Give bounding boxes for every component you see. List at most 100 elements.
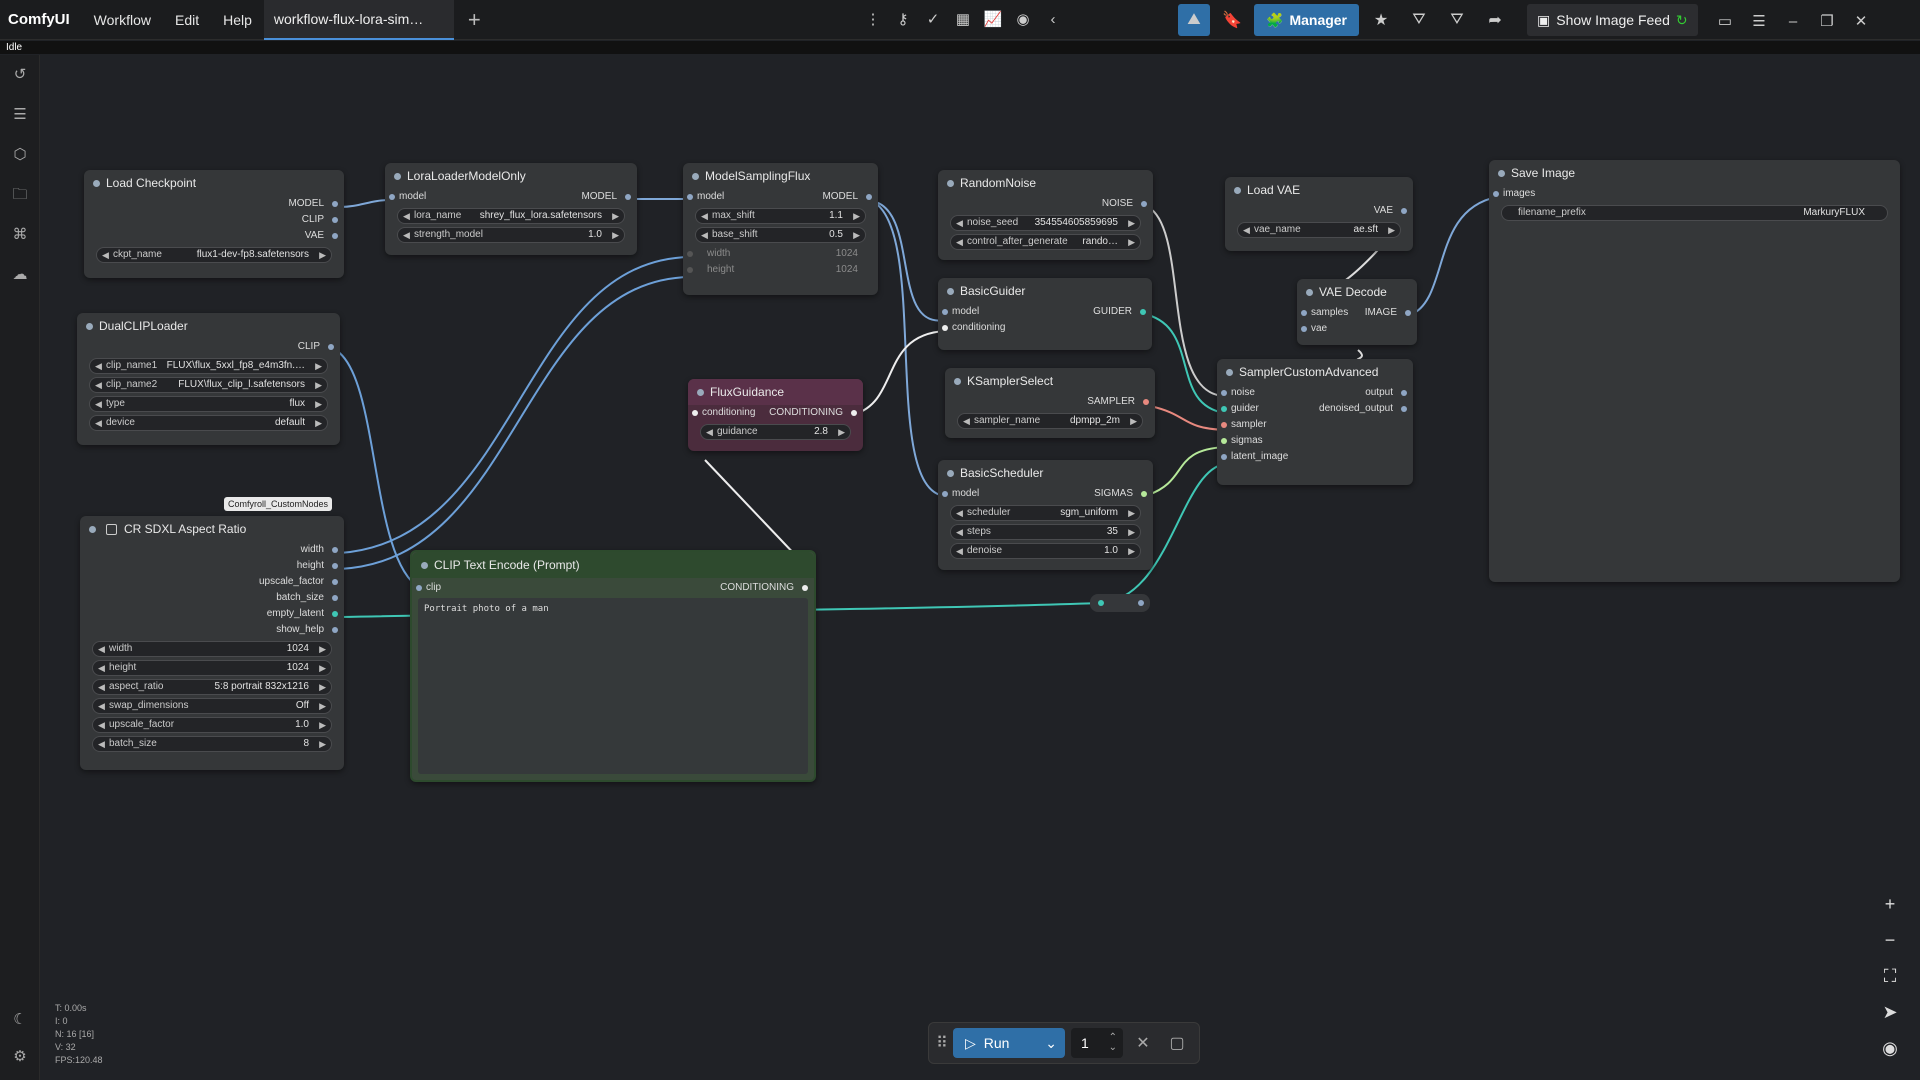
output-dot[interactable] [866,194,872,200]
fit-view-icon[interactable]: ⛶ [1883,966,1897,986]
arrow-left-icon[interactable]: ◀ [95,399,102,409]
input-dot[interactable] [942,325,948,331]
arrow-right-icon[interactable]: ▶ [315,380,322,390]
arrow-right-icon[interactable]: ▶ [1128,218,1135,228]
arrow-right-icon[interactable]: ▶ [1388,225,1395,235]
output-dot[interactable] [1401,406,1407,412]
output-dot[interactable] [332,611,338,617]
check-icon[interactable]: ✓ [926,11,940,28]
arrow-left-icon[interactable]: ◀ [1243,225,1250,235]
reroute-in-dot[interactable] [1098,600,1104,606]
input-dot[interactable] [687,251,693,257]
output-model[interactable]: MODEL [84,196,344,212]
arrow-right-icon[interactable]: ▶ [1128,237,1135,247]
menu-edit[interactable]: Edit [174,11,200,28]
share-icon-1[interactable]: ⛛ [1412,11,1426,28]
output-dot[interactable] [1401,390,1407,396]
arrow-left-icon[interactable]: ◀ [956,527,963,537]
close-icon[interactable]: ✕ [1854,13,1868,30]
arrow-left-icon[interactable]: ◀ [98,720,105,730]
arrow-right-icon[interactable]: ▶ [319,720,326,730]
bypass-checkbox[interactable] [106,524,117,535]
arrow-right-icon[interactable]: ▶ [319,701,326,711]
github-icon[interactable]: ◉ [1016,11,1030,28]
output-empty-latent[interactable]: empty_latent [80,606,344,622]
output-dot[interactable] [1140,309,1146,315]
arrow-left-icon[interactable]: ◀ [98,701,105,711]
grid-icon[interactable]: ▦ [955,11,971,28]
input-dot[interactable] [942,309,948,315]
queue-count-input[interactable]: 1⌃⌄ [1071,1028,1123,1058]
prompt-textarea[interactable]: Portrait photo of a man [418,598,808,774]
input-images[interactable]: images [1489,186,1900,202]
node-load-checkpoint[interactable]: Load Checkpoint MODEL CLIP VAE ◀ckpt_nam… [84,170,344,278]
workflow-tree-icon[interactable]: ⌘ [12,226,28,243]
input-sampler[interactable]: sampler [1217,417,1413,433]
minimize-icon[interactable]: – [1788,12,1798,30]
input-dot[interactable] [942,491,948,497]
arrow-right-icon[interactable]: ▶ [1128,508,1135,518]
manager-button[interactable]: 🧩Manager [1254,4,1360,36]
output-show-help[interactable]: show_help [80,622,344,638]
output-dot[interactable] [332,217,338,223]
arrow-left-icon[interactable]: ◀ [956,546,963,556]
input-dot[interactable] [692,410,698,416]
input-conditioning[interactable]: conditioning [938,320,1152,336]
drag-handle-icon[interactable]: ⠿ [936,1035,948,1052]
input-latent-image[interactable]: latent_image [1217,449,1413,465]
output-dot[interactable] [332,547,338,553]
arrow-left-icon[interactable]: ◀ [102,250,109,260]
arrow-right-icon[interactable]: ▶ [319,663,326,673]
arrow-right-icon[interactable]: ▶ [853,211,860,221]
output-height[interactable]: height [80,558,344,574]
share-icon-2[interactable]: ⛛ [1450,11,1464,28]
queue-icon[interactable]: ☰ [13,106,27,123]
output-dot[interactable] [1143,399,1149,405]
output-width[interactable]: width [80,542,344,558]
arrow-right-icon[interactable]: ▶ [612,211,619,221]
hamburger-icon[interactable]: ☰ [1752,13,1766,30]
arrow-right-icon[interactable]: ▶ [853,230,860,240]
output-dot[interactable] [332,563,338,569]
more-options-icon[interactable]: ⋮ [865,11,881,28]
arrow-left-icon[interactable]: ◀ [95,380,102,390]
zoom-out-icon[interactable]: − [1884,930,1896,950]
output-clip[interactable]: CLIP [77,339,340,355]
maximize-icon[interactable]: ❐ [1820,13,1834,30]
output-dot[interactable] [328,344,334,350]
arrow-right-icon[interactable]: ▶ [1130,416,1137,426]
output-dot[interactable] [332,233,338,239]
input-dot[interactable] [687,267,693,273]
arrow-left-icon[interactable]: ◀ [403,211,410,221]
output-dot[interactable] [332,627,338,633]
stepper-icon[interactable]: ⌃⌄ [1108,1032,1117,1053]
arrow-right-icon[interactable]: ▶ [319,739,326,749]
reroute-node[interactable] [1090,594,1150,612]
arrow-left-icon[interactable]: ◀ [963,416,970,426]
cube-icon[interactable]: ⬡ [13,146,27,163]
history-icon[interactable]: ↺ [13,66,27,83]
arrow-right-icon[interactable]: ▶ [315,418,322,428]
arrow-left-icon[interactable]: ◀ [701,230,708,240]
